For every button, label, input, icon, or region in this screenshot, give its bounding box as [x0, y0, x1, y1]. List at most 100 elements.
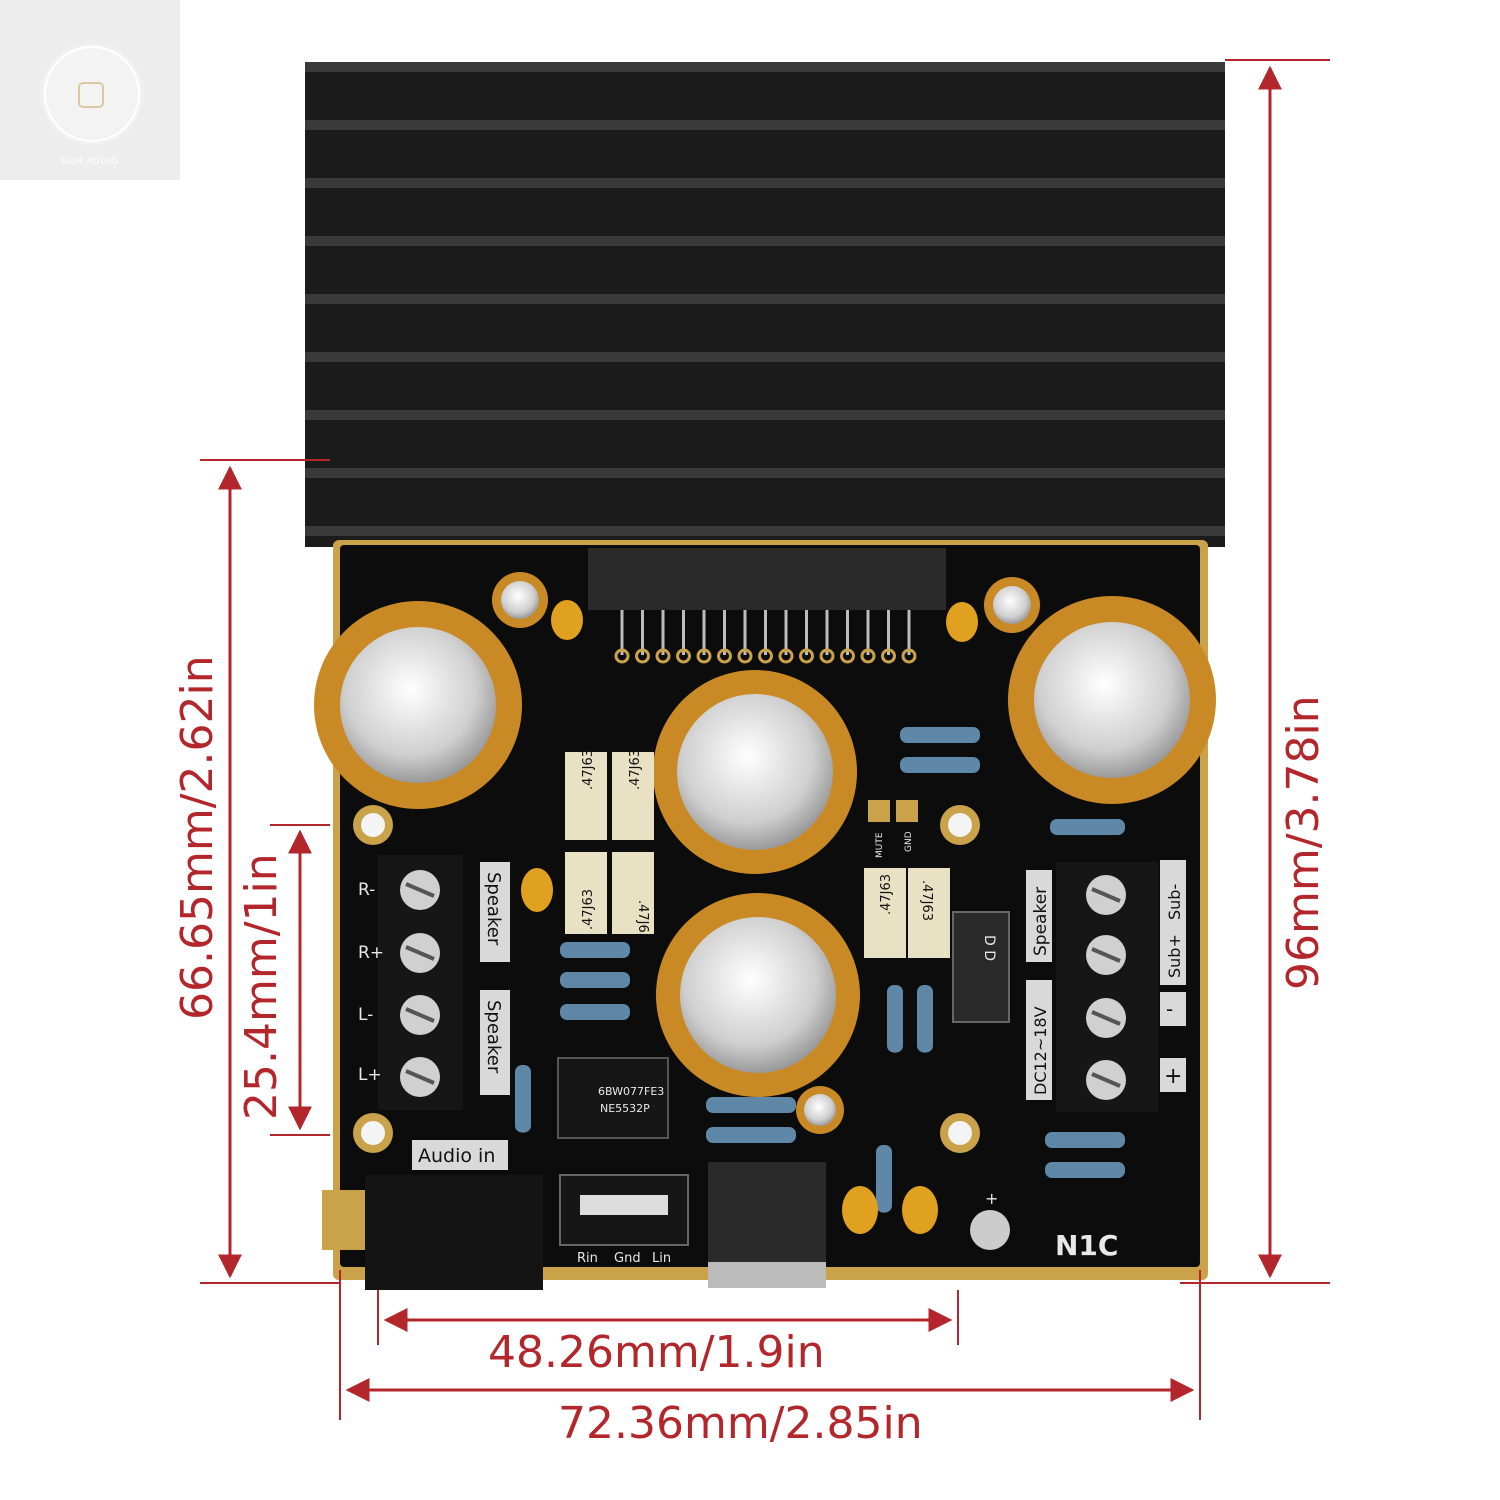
ic-pad: [901, 648, 917, 664]
audio-in-label: Audio in: [418, 1145, 495, 1167]
voltage-regulator: [708, 1162, 826, 1288]
resistor: [560, 942, 630, 958]
heatsink-fin: [305, 236, 1225, 246]
power-label: DC12~18V: [1031, 1006, 1050, 1095]
cap-marking: .47J63: [581, 749, 596, 790]
right-power-terminal: Speaker DC12~18V Sub- Sub+ - +: [1026, 860, 1186, 1112]
resistors: [515, 727, 1125, 1213]
dimension-terminal-pitch: 25.4mm/1in: [236, 824, 330, 1136]
ic-pad: [819, 648, 835, 664]
heatsink: [305, 62, 1225, 547]
width-total-label: 72.36mm/2.85in: [558, 1398, 923, 1449]
opamp-line2: NE5532P: [600, 1102, 650, 1115]
left-speaker-terminal: R- R+ L- L+ Speaker Speaker: [358, 855, 510, 1110]
input-header: Rin Gnd Lin: [559, 1174, 689, 1266]
opamp-chip: 6BW077FE3 NE5532P: [557, 1057, 669, 1139]
resistor: [1050, 819, 1125, 835]
cap-marking: .47J63: [581, 889, 596, 930]
cap-marking: .47J63: [628, 749, 643, 790]
heatsink-fin: [305, 526, 1225, 536]
dimension-height-total: 96mm/3.78in: [1180, 59, 1330, 1284]
resistor: [887, 985, 903, 1053]
ceramic-capacitors: [521, 600, 978, 1234]
height-total-label: 96mm/3.78in: [1278, 695, 1329, 990]
speaker-label: Speaker: [483, 872, 504, 946]
brand-logo-icon: [78, 82, 104, 108]
resistor: [706, 1127, 796, 1143]
audio-in-label-box: Audio in: [412, 1140, 508, 1170]
speaker-label: Speaker: [483, 1000, 504, 1074]
ic-pad: [635, 648, 650, 664]
resistor: [1045, 1162, 1125, 1178]
led-plus-marking: +: [985, 1189, 998, 1208]
screw-slot: [405, 945, 435, 961]
terminal-pin-label: L+: [358, 1065, 382, 1085]
heatsink-fin: [305, 410, 1225, 420]
width-mount-label: 48.26mm/1.9in: [488, 1327, 825, 1378]
cap-marking: .47J63: [635, 900, 650, 941]
resistor: [1045, 1132, 1125, 1148]
speaker-label: Speaker: [1031, 887, 1051, 956]
amplifier-ic: [588, 548, 946, 664]
ic-pad: [840, 648, 855, 664]
brand-logo-text: GUH AUDIO: [61, 157, 119, 167]
terminal-pin-label: R+: [358, 943, 384, 963]
diode: D D: [952, 911, 1010, 1023]
heatsink-fin: [305, 120, 1225, 130]
ic-pad: [881, 648, 896, 664]
screw-slot: [1091, 887, 1121, 903]
resistor: [706, 1097, 796, 1113]
resistor: [560, 972, 630, 988]
ic-pad: [778, 648, 794, 664]
power-led: +: [970, 1189, 1010, 1250]
input-pin-label: Gnd: [614, 1251, 641, 1266]
ic-pad: [614, 648, 630, 664]
resistor: [917, 985, 933, 1053]
height-pcb-label: 66.65mm/2.62in: [172, 655, 223, 1020]
ic-pad: [655, 648, 671, 664]
heatsink-fin: [305, 178, 1225, 188]
ic-pad: [737, 648, 753, 664]
resistor: [876, 1145, 892, 1213]
ic-pad: [676, 648, 691, 664]
ic-pad: [799, 648, 814, 664]
diode-marking: D D: [981, 935, 997, 961]
terminal-pin-label: -: [1166, 997, 1173, 1021]
screw-slot: [1091, 947, 1121, 963]
heatsink-fin: [305, 294, 1225, 304]
terminal-pitch-label: 25.4mm/1in: [236, 853, 287, 1120]
terminal-pin-label: L-: [358, 1005, 373, 1025]
screw-slot: [405, 1007, 435, 1023]
brand-logo-box: GUH AUDIO: [0, 0, 180, 180]
gnd-label: GND: [904, 831, 914, 852]
dimension-width-total: 72.36mm/2.85in: [339, 1270, 1201, 1449]
heatsink-fin: [305, 352, 1225, 362]
resistor: [515, 1065, 531, 1133]
heatsink-fin: [305, 62, 1225, 72]
dimension-width-mount: 48.26mm/1.9in: [377, 1290, 959, 1378]
heatsink-fin: [305, 468, 1225, 478]
screw-slot: [1091, 1010, 1121, 1026]
mute-header: MUTE GND: [868, 800, 918, 858]
input-pin-label: Rin: [577, 1251, 598, 1266]
dimension-height-pcb: 66.65mm/2.62in: [172, 459, 340, 1284]
resistor: [560, 1004, 630, 1020]
ic-pad: [860, 648, 876, 664]
mute-label: MUTE: [875, 832, 885, 858]
screw-slot: [405, 1069, 435, 1085]
screw-slot: [405, 882, 435, 898]
resistor: [900, 757, 980, 773]
cap-marking: .47J63: [919, 880, 934, 921]
ic-pad: [717, 648, 732, 664]
terminal-pin-label: +: [1164, 1064, 1182, 1089]
terminal-pin-label: Sub-: [1165, 884, 1184, 920]
audio-jack: [322, 1175, 543, 1290]
opamp-line1: 6BW077FE3: [598, 1085, 664, 1098]
terminal-pin-label: R-: [358, 880, 375, 900]
screw-slot: [1091, 1072, 1121, 1088]
ic-pad: [696, 648, 712, 664]
electrolytic-capacitors: [314, 572, 1216, 1134]
cap-marking: .47J63: [879, 874, 894, 915]
brand-logo-ring: [44, 46, 140, 142]
